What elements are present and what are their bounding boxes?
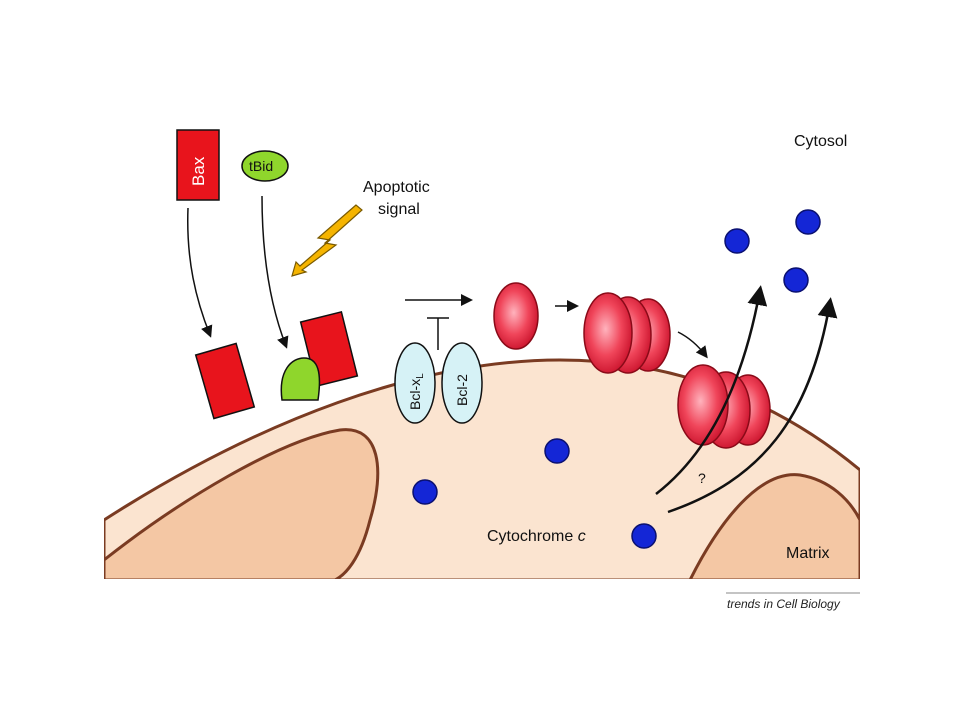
bax-inserted-left xyxy=(194,342,256,420)
bcl-2-protein: Bcl-2 xyxy=(441,342,483,424)
bcl-xl-protein: Bcl-xL xyxy=(394,342,436,424)
pore-arrow xyxy=(677,331,708,359)
bcl-xl-subscript: L xyxy=(415,373,426,379)
bcl-xl-label: Bcl-x xyxy=(407,379,423,410)
cytochrome-c-label: Cytochrome c xyxy=(487,528,586,545)
svg-text:Bcl-xL: Bcl-xL xyxy=(407,373,426,410)
cytochrome-dot xyxy=(724,228,750,254)
inhibition-symbol xyxy=(427,317,449,350)
matrix-label: Matrix xyxy=(786,545,830,562)
cytochrome-dot xyxy=(544,438,570,464)
cytochrome-dot xyxy=(412,479,438,505)
tbid-arrow xyxy=(261,195,289,349)
bax-free-box: Bax xyxy=(176,129,220,201)
release-arrow-left xyxy=(655,285,768,495)
bax-arrow xyxy=(186,207,213,338)
bax-oligomer-cluster xyxy=(583,292,671,374)
lightning-bolt-icon xyxy=(291,204,363,277)
bax-monomer-oval xyxy=(493,282,539,350)
apoptotic-signal-line2: signal xyxy=(378,201,420,218)
bcl-2-label: Bcl-2 xyxy=(454,374,470,406)
apoptotic-signal-line1: Apoptotic xyxy=(363,179,430,196)
tbid-label: tBid xyxy=(249,158,273,174)
cytosol-label: Cytosol xyxy=(794,133,847,150)
diagram-panel: Bcl-xL Bcl-2 xyxy=(104,95,860,579)
release-arrow-right xyxy=(667,297,838,514)
cristae-left xyxy=(104,428,380,579)
tbid-inserted xyxy=(280,357,321,401)
bax-label: Bax xyxy=(189,156,208,186)
cristae-right xyxy=(688,473,860,579)
cytochrome-dot xyxy=(631,523,657,549)
cytochrome-dot xyxy=(795,209,821,235)
credit-label: trends in Cell Biology xyxy=(727,597,841,611)
question-mark: ? xyxy=(698,470,706,486)
tbid-free: tBid xyxy=(241,150,289,182)
cytochrome-dot xyxy=(783,267,809,293)
